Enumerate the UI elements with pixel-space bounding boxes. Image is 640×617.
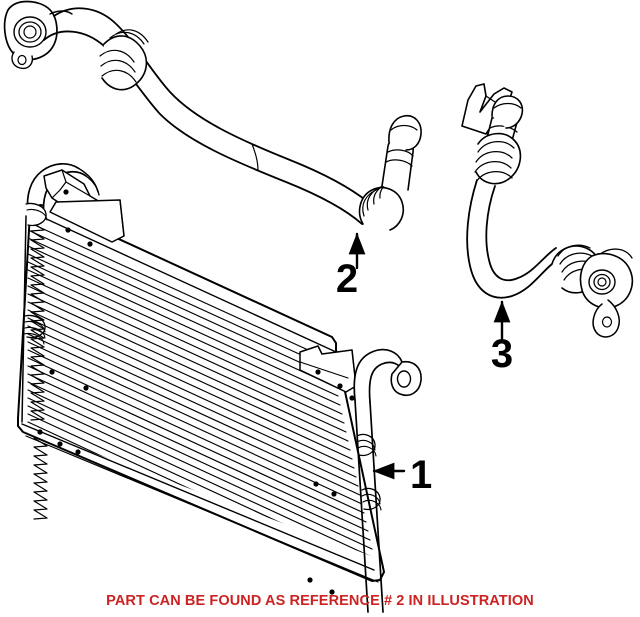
callout-3-label: 3 [491, 332, 513, 376]
reference-note: PART CAN BE FOUND AS REFERENCE # 2 IN IL… [106, 593, 534, 609]
hose2-corrugated-collar [99, 29, 149, 91]
lower-cooler-hose [461, 83, 634, 338]
cooler-lower-outlet-tube [353, 348, 422, 613]
upper-cooler-hose [3, 0, 422, 231]
callout-leaders [348, 232, 511, 480]
cooler-mount-holes [37, 369, 337, 595]
hose3-corrugated-collar [474, 132, 522, 185]
hose3-flange-fitting [579, 248, 634, 338]
cooler-bracket-upper-left [43, 169, 125, 247]
cooler-left-coupling [23, 314, 46, 345]
callout-2-label: 2 [336, 257, 358, 301]
hose2-quick-connect [358, 114, 422, 231]
oil-cooler-core [17, 163, 422, 613]
callout-1-label: 1 [410, 453, 432, 497]
hose2-flange-fitting [3, 0, 73, 70]
